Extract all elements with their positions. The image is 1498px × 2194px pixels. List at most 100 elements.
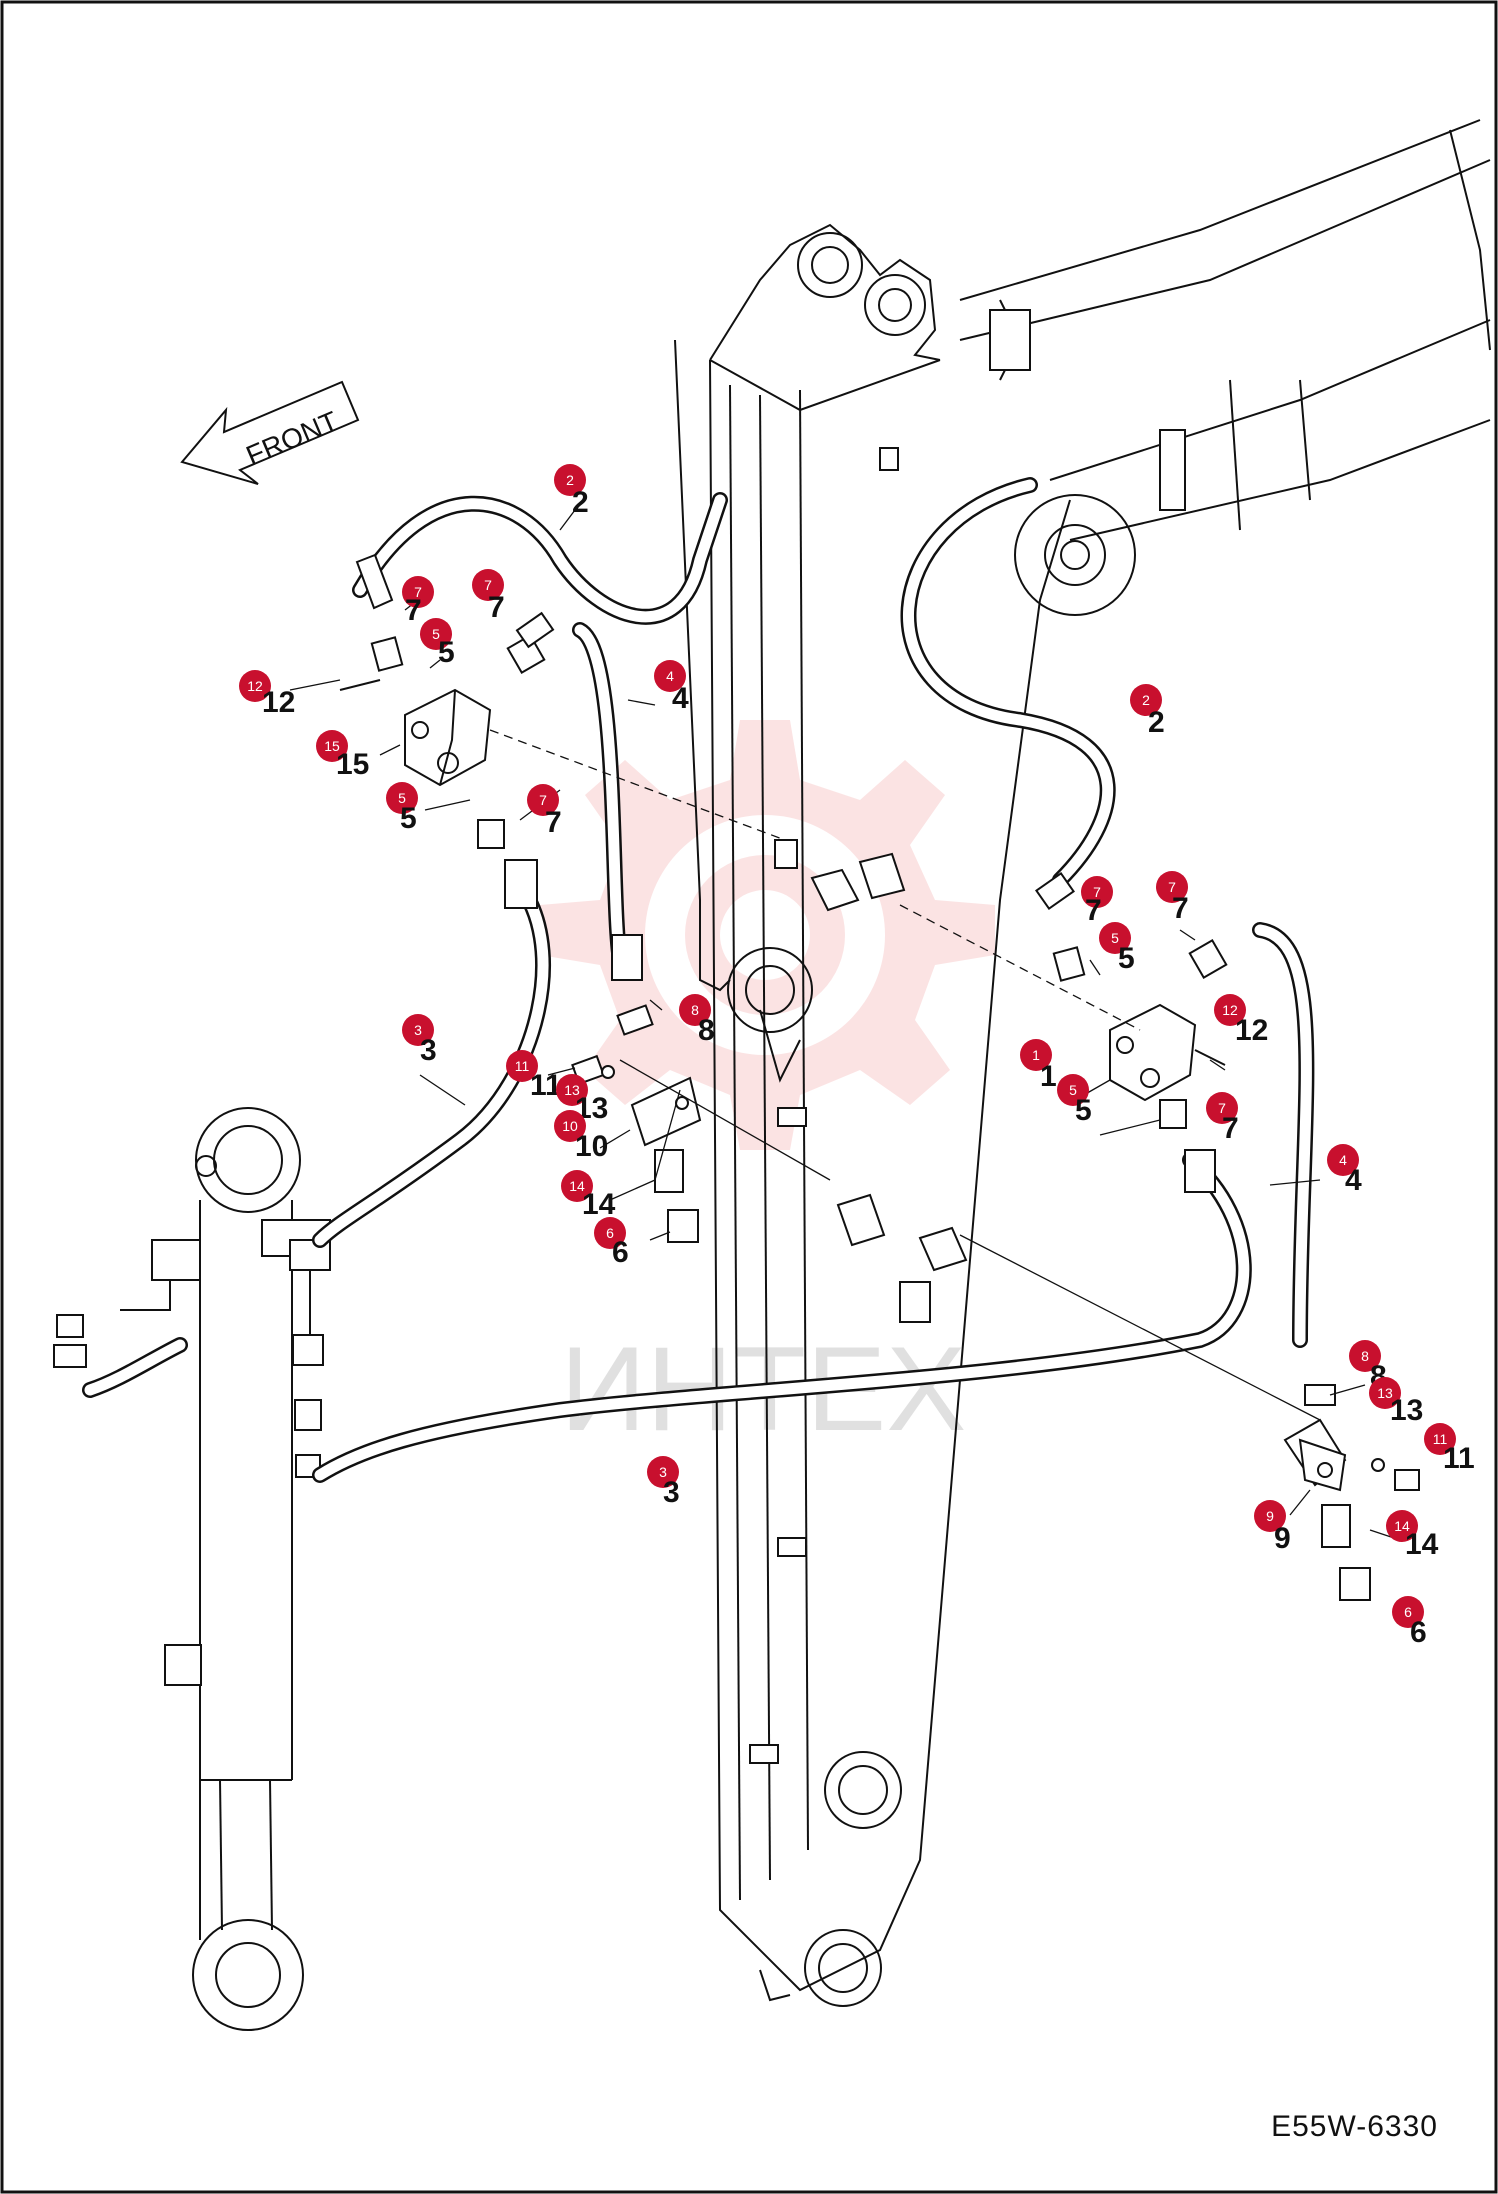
callout-marker-label: 14 (1394, 1518, 1410, 1534)
boom-structure (959, 119, 1491, 616)
callout-marker-label: 6 (1404, 1604, 1412, 1620)
callout-marker[interactable] (556, 1074, 588, 1106)
callout-marker-label: 5 (1069, 1082, 1077, 1098)
callout-number: 3 (420, 1034, 437, 1067)
callout-marker[interactable] (554, 1110, 586, 1142)
callout-number: 7 (545, 806, 562, 839)
callout-marker[interactable] (554, 464, 586, 496)
callout-marker[interactable] (420, 618, 452, 650)
callout-number: 7 (405, 594, 422, 627)
left-bracket-cluster (571, 1004, 831, 1243)
callout-marker-label: 9 (1266, 1508, 1274, 1524)
callout-marker[interactable] (1206, 1092, 1238, 1124)
callout-marker[interactable] (1369, 1377, 1401, 1409)
callout-number: 6 (612, 1236, 629, 1269)
callout-marker[interactable] (472, 569, 504, 601)
callout-marker-label: 12 (1222, 1002, 1238, 1018)
callout-marker[interactable] (1349, 1340, 1381, 1372)
callout-number: 6 (1410, 1616, 1427, 1649)
callout-marker-label: 8 (691, 1002, 699, 1018)
callout-marker[interactable] (647, 1456, 679, 1488)
arm-structure (674, 223, 1071, 2007)
callout-number: 5 (438, 636, 455, 669)
right-bracket-cluster (1283, 1384, 1420, 1601)
callout-number: 11 (1443, 1442, 1475, 1475)
callout-number: 4 (1345, 1164, 1362, 1197)
callout-marker[interactable] (1020, 1039, 1052, 1071)
bucket-cylinder (53, 1107, 331, 2031)
callout-marker[interactable] (1392, 1596, 1424, 1628)
callout-number: 13 (1390, 1394, 1423, 1427)
callout-marker[interactable] (1156, 871, 1188, 903)
callout-number: 5 (1118, 942, 1135, 975)
front-direction-arrow: FRONT (180, 380, 360, 485)
callout-marker[interactable] (594, 1217, 626, 1249)
callout-marker-label: 4 (1339, 1152, 1347, 1168)
callout-number: 5 (400, 802, 417, 835)
left-valve-block (339, 553, 786, 981)
callout-marker-label: 1 (1032, 1047, 1040, 1063)
callout-marker[interactable] (402, 1014, 434, 1046)
callout-number: 1 (1040, 1060, 1057, 1093)
callout-marker-label: 11 (1433, 1431, 1448, 1447)
callout-marker[interactable] (1214, 994, 1246, 1026)
callout-marker[interactable] (316, 730, 348, 762)
callout-marker-label: 2 (1142, 692, 1150, 708)
callout-marker-label: 13 (564, 1082, 580, 1098)
callout-marker-label: 4 (666, 668, 674, 684)
callout-number: 2 (1148, 706, 1165, 739)
callout-marker[interactable] (1081, 876, 1113, 908)
callout-number: 7 (1222, 1112, 1239, 1145)
callout-number: 4 (672, 682, 689, 715)
callout-marker-label: 5 (1111, 930, 1119, 946)
watermark (540, 720, 995, 1150)
callout-marker[interactable] (506, 1050, 538, 1082)
callout-marker-label: 5 (432, 626, 440, 642)
callout-number: 2 (572, 486, 589, 519)
callout-marker-label: 12 (247, 678, 263, 694)
callout-marker[interactable] (1327, 1144, 1359, 1176)
callout-marker-label: 13 (1377, 1385, 1393, 1401)
callout-marker-label: 7 (484, 577, 492, 593)
callout-marker[interactable] (679, 994, 711, 1026)
callout-number: 12 (1235, 1014, 1268, 1047)
callout-number: 12 (262, 686, 295, 719)
callout-marker-label: 3 (659, 1464, 667, 1480)
callout-marker[interactable] (402, 576, 434, 608)
right-valve-block (899, 871, 1321, 1421)
callout-marker-label: 10 (562, 1118, 578, 1134)
callout-marker-label: 7 (1218, 1100, 1226, 1116)
callout-number: 15 (336, 748, 369, 781)
drawing-code: E55W-6330 (1271, 2110, 1438, 2143)
callout-marker[interactable] (1130, 684, 1162, 716)
callout-marker[interactable] (654, 660, 686, 692)
callout-number: 3 (663, 1476, 680, 1509)
callout-marker-label: 2 (566, 472, 574, 488)
callout-marker[interactable] (527, 784, 559, 816)
callout-number: 14 (1405, 1528, 1439, 1561)
callout-marker[interactable] (1254, 1500, 1286, 1532)
callout-marker[interactable] (1386, 1510, 1418, 1542)
callout-marker[interactable] (1424, 1423, 1456, 1455)
callout-marker[interactable] (1057, 1074, 1089, 1106)
callout-marker[interactable] (386, 782, 418, 814)
callout-number: 10 (575, 1130, 608, 1163)
hoses (82, 477, 1315, 1483)
callout-marker-label: 11 (515, 1058, 530, 1074)
callout-number: 14 (582, 1188, 616, 1221)
callout-marker[interactable] (1099, 922, 1131, 954)
callout-marker-label: 7 (1093, 884, 1101, 900)
callout-marker-label: 15 (324, 738, 340, 754)
callout-number: 7 (1085, 894, 1102, 927)
callout-number: 7 (488, 591, 505, 624)
front-label: FRONT (242, 405, 343, 471)
callout-number: 7 (1172, 892, 1189, 925)
callout-marker-label: 8 (1361, 1348, 1369, 1364)
callout-marker-label: 3 (414, 1022, 422, 1038)
callout-marker[interactable] (561, 1170, 593, 1202)
callout-marker-label: 6 (606, 1225, 614, 1241)
callout-marker-label: 7 (539, 792, 547, 808)
callout-marker[interactable] (239, 670, 271, 702)
